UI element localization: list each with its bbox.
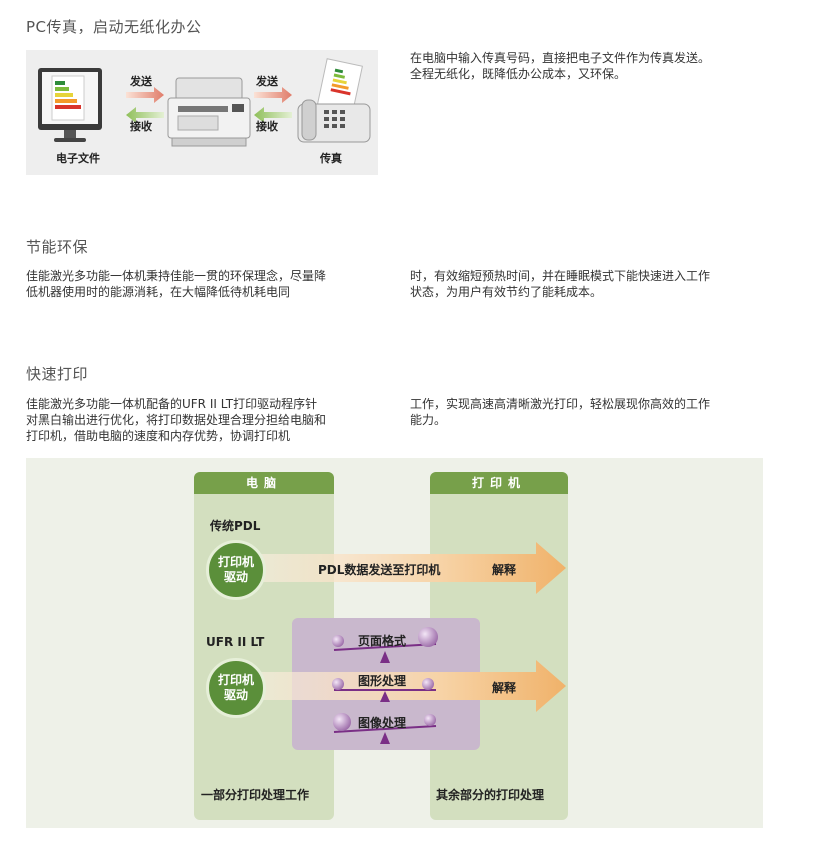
seesaw-label-page-format: 页面格式 <box>358 634 407 648</box>
seesaw-image <box>333 713 437 744</box>
print-processing-diagram: 电脑 打印机 <box>26 458 763 828</box>
pc-column-header: 电脑 <box>194 472 334 494</box>
speed-text-right: 工作，实现高速高清晰激光打印，轻松展现你高效的工作 能力。 <box>410 397 711 427</box>
send-label-left: 发送 <box>130 75 152 88</box>
eco-text-right: 时，有效缩短预热时间，并在睡眠模式下能快速进入工作 状态，为用户有效节约了能耗成… <box>410 269 711 299</box>
printer-column-footer: 其余部分的打印处理 <box>436 788 545 802</box>
seesaw-page-format <box>332 627 438 663</box>
eco-section-title: 节能环保 <box>26 238 89 256</box>
row2-arrow <box>254 660 566 712</box>
send-label-right: 发送 <box>256 75 278 88</box>
seesaw-label-graphics: 图形处理 <box>358 674 407 688</box>
fax-label: 传真 <box>320 152 342 165</box>
fax-arrows-left <box>126 87 164 123</box>
receive-label-right: 接收 <box>256 120 278 133</box>
row1-label: 传统PDL <box>210 519 261 533</box>
speed-section-title: 快速打印 <box>26 365 89 383</box>
fax-diagram-graphic <box>38 58 371 147</box>
row1-driver-badge: 打印机 驱动 <box>206 540 266 600</box>
pc-column-footer: 一部分打印处理工作 <box>201 788 310 802</box>
row2-label: UFR II LT <box>206 635 265 649</box>
printer-icon <box>167 77 251 147</box>
row1-arrow <box>254 542 566 594</box>
fax-arrows-right <box>254 87 292 123</box>
row1-arrow-text: PDL数据发送至打印机 <box>318 563 441 577</box>
eco-text-left: 佳能激光多功能一体机秉持佳能一贯的环保理念，尽量降 低机器使用时的能源消耗，在大… <box>26 269 327 299</box>
fax-section-title: PC传真，启动无纸化办公 <box>26 18 202 36</box>
fax-description: 在电脑中输入传真号码，直接把电子文件作为传真发送。 全程无纸化，既降低办公成本，… <box>410 51 711 81</box>
monitor-icon <box>38 68 102 142</box>
seesaw-label-image: 图像处理 <box>358 716 407 730</box>
seesaw-graphics <box>332 678 436 702</box>
row2-render-label: 解释 <box>492 681 517 695</box>
row2-driver-badge: 打印机 驱动 <box>206 658 266 718</box>
fax-machine-icon <box>297 58 371 143</box>
receive-label-left: 接收 <box>130 120 152 133</box>
print-diagram-graphic <box>254 542 566 750</box>
row1-render-label: 解释 <box>492 563 517 577</box>
printer-column-header: 打印机 <box>430 472 568 494</box>
electronic-file-label: 电子文件 <box>56 152 100 165</box>
speed-text-left: 佳能激光多功能一体机配备的UFR II LT打印驱动程序针 对黑白输出进行优化，… <box>26 397 327 443</box>
fax-diagram: 发送 接收 发送 接收 电子文件 传真 <box>26 50 378 175</box>
